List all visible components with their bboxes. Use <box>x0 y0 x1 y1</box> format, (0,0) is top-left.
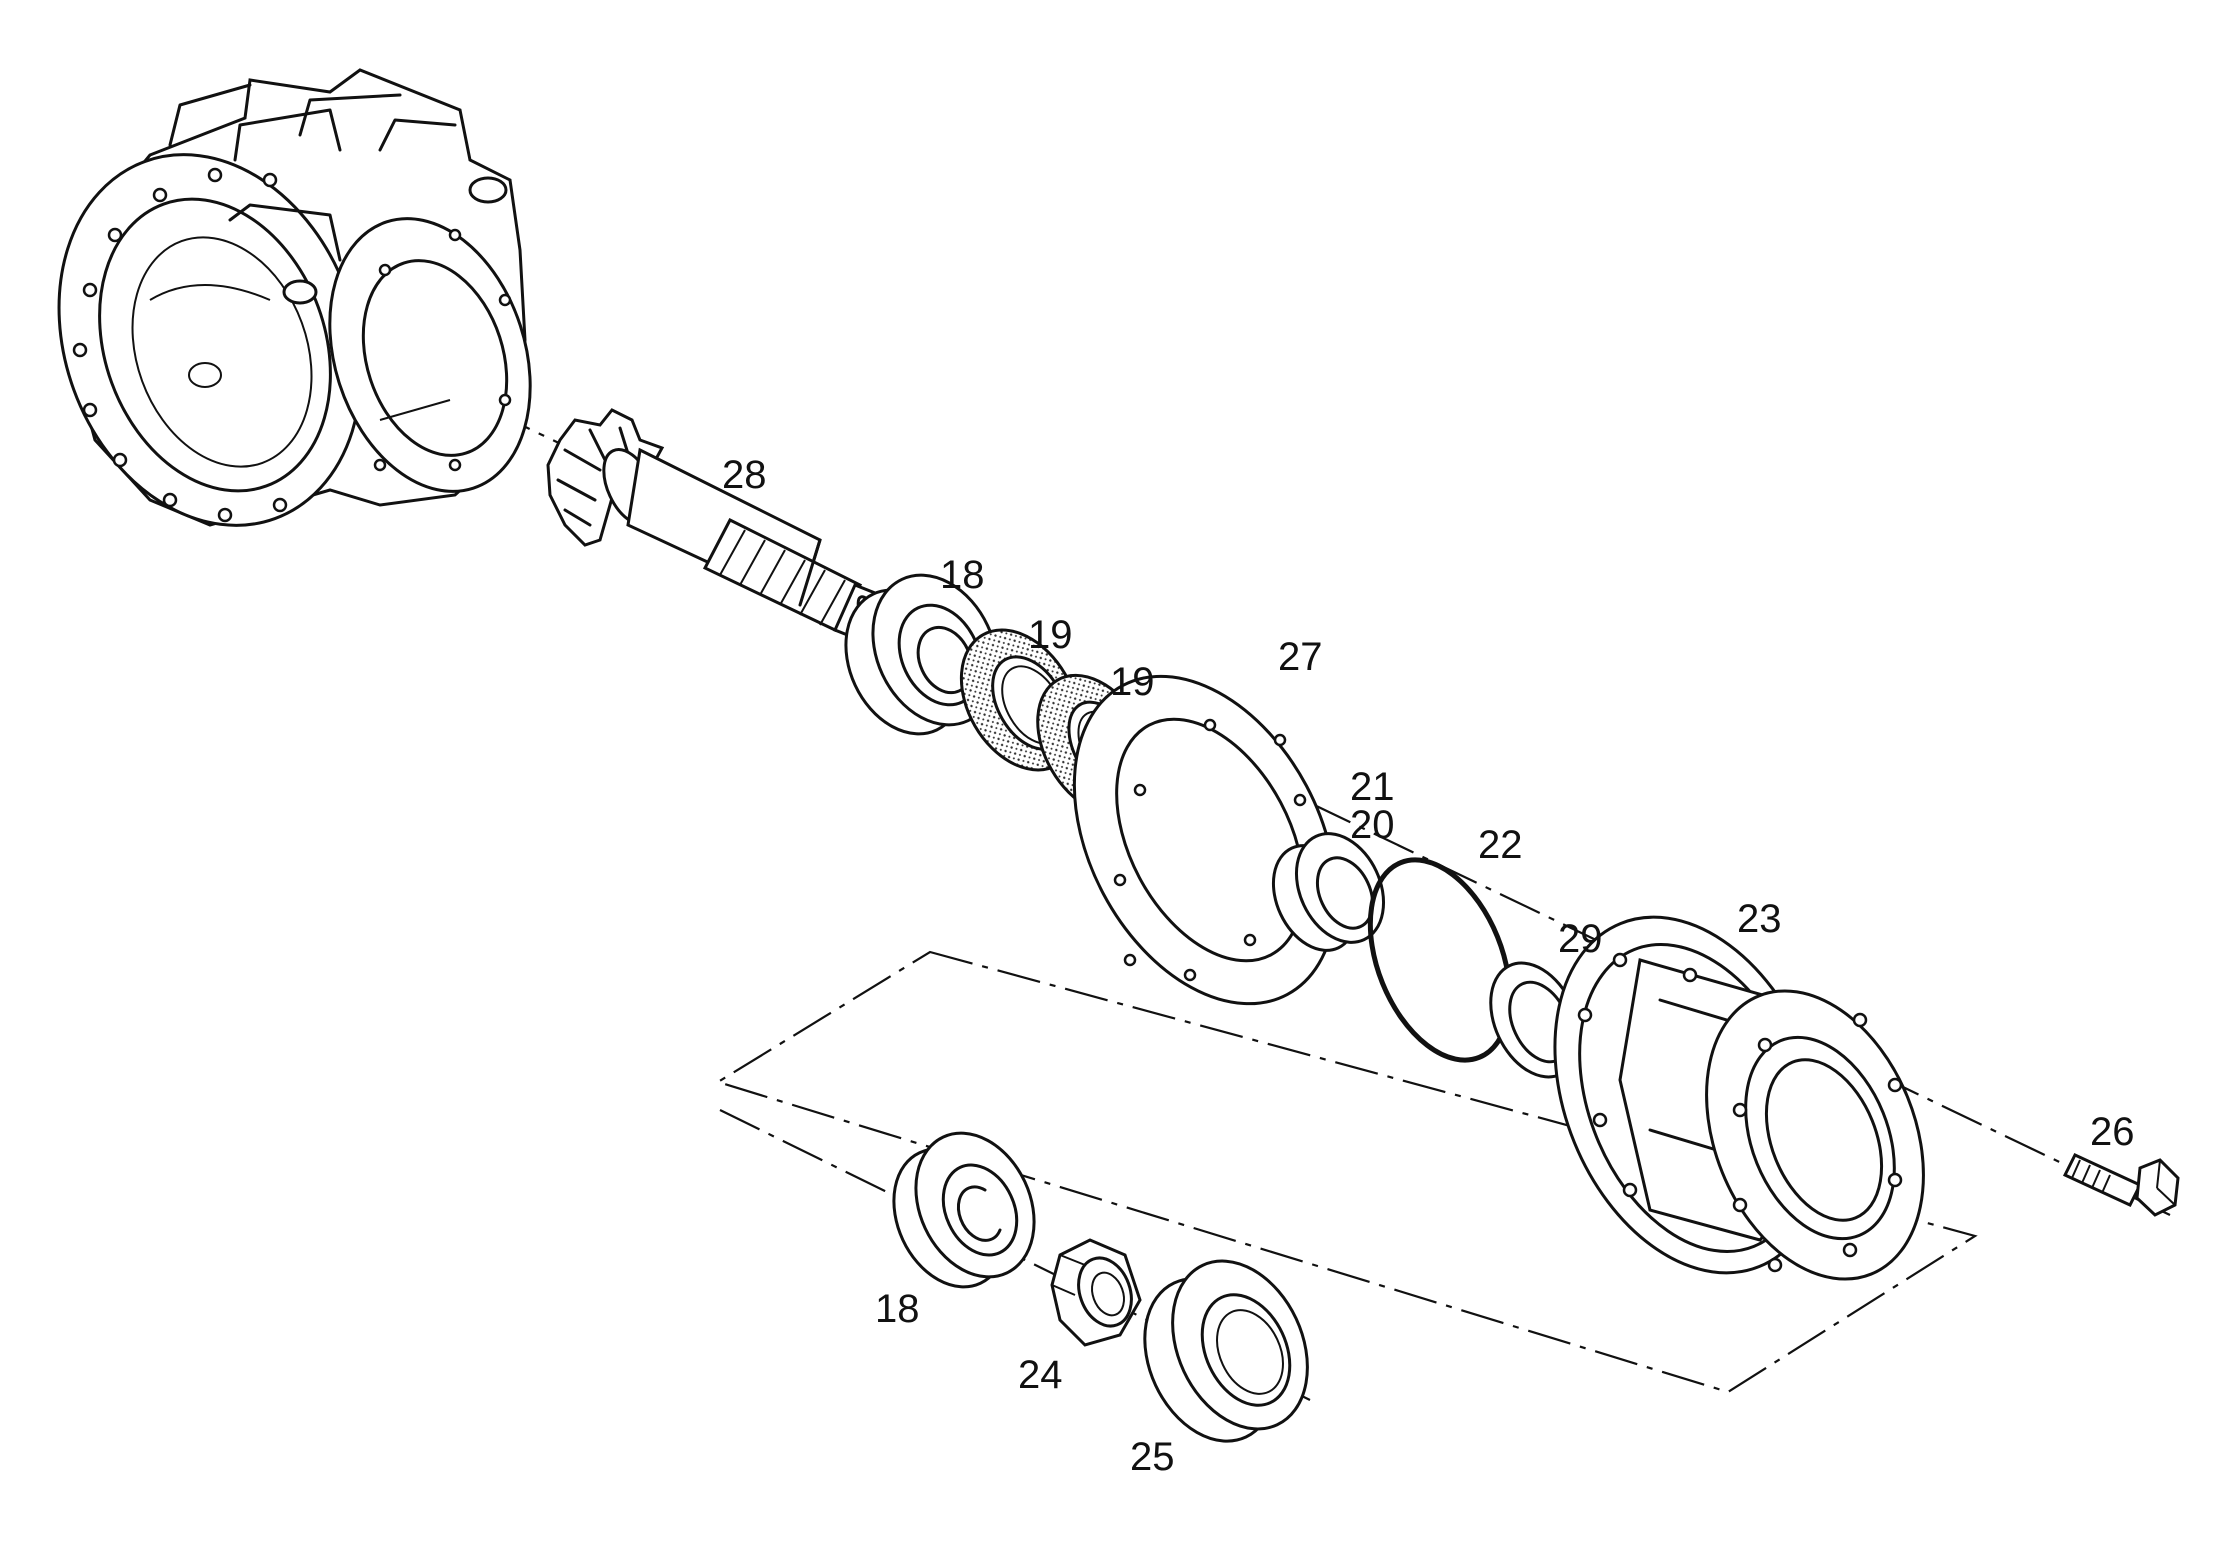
callout-28: 28 <box>722 453 767 497</box>
part-27-gasket <box>1072 674 1338 1006</box>
gear-housing <box>57 68 532 527</box>
callout-19-b: 19 <box>1110 660 1155 704</box>
part-25-bearing <box>1143 1259 1309 1443</box>
callout-19-a: 19 <box>1028 613 1073 657</box>
callout-23: 23 <box>1737 897 1782 941</box>
part-23-flanged-housing <box>1553 915 1925 1281</box>
callout-21: 21 <box>1350 765 1395 809</box>
callout-18-upper: 18 <box>940 553 985 597</box>
callout-29: 29 <box>1558 917 1603 961</box>
callout-25: 25 <box>1130 1435 1175 1479</box>
callout-22: 22 <box>1478 823 1523 867</box>
part-28-pinion-shaft <box>546 408 884 642</box>
part-23-bolt-holes <box>1577 952 1903 1273</box>
callout-26: 26 <box>2090 1110 2135 1154</box>
part-22-o-ring <box>1367 857 1513 1063</box>
part-20-21-bearing-small <box>1271 832 1386 952</box>
part-24-nut <box>1050 1238 1142 1347</box>
part-26-bolt <box>2062 1153 2180 1217</box>
callout-18-lower: 18 <box>875 1287 920 1331</box>
callout-27: 27 <box>1278 635 1323 679</box>
housing-bolt-holes <box>72 167 288 523</box>
callout-24: 24 <box>1018 1353 1063 1397</box>
callout-20: 20 <box>1350 803 1395 847</box>
part-18-bearing-lower <box>892 1131 1036 1289</box>
